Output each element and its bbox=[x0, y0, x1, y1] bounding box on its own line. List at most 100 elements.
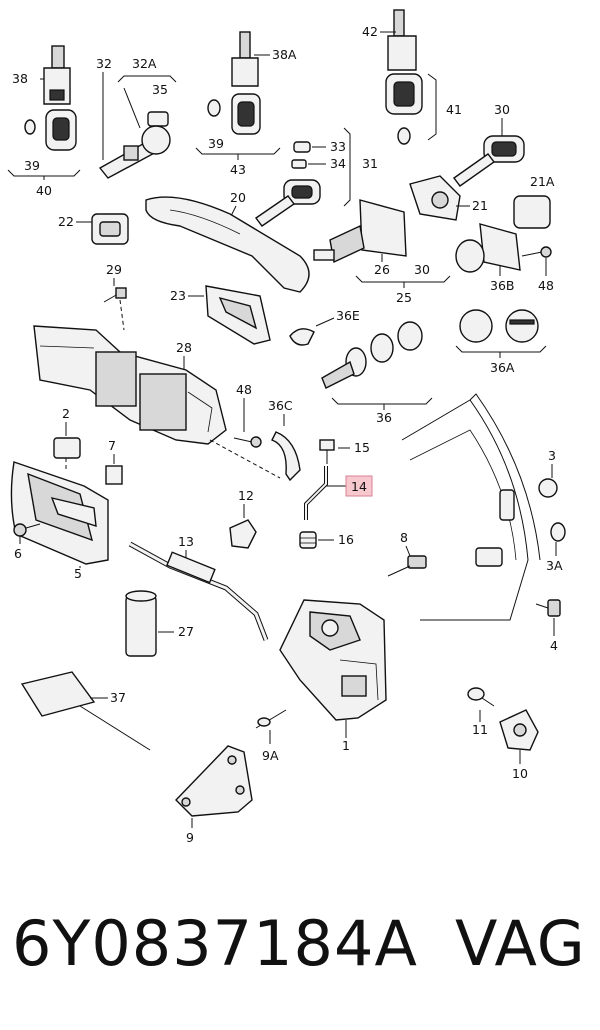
handle-frame-28 bbox=[33, 325, 227, 445]
key-31 bbox=[255, 179, 321, 227]
grommet-16 bbox=[299, 531, 317, 549]
lock-cap-33 bbox=[293, 141, 311, 153]
screw-48-top bbox=[521, 246, 552, 258]
callout-31: 31 bbox=[362, 156, 378, 171]
clip-2 bbox=[53, 437, 81, 459]
key-30 bbox=[453, 135, 525, 187]
callout-2: 2 bbox=[62, 406, 70, 421]
callout-8: 8 bbox=[400, 530, 408, 545]
callout-6: 6 bbox=[14, 546, 22, 561]
guide-12 bbox=[229, 519, 257, 549]
callout-3A: 3A bbox=[546, 558, 563, 573]
spring-clip-7 bbox=[105, 465, 123, 485]
callout-13: 13 bbox=[178, 534, 194, 549]
callout-4: 4 bbox=[550, 638, 558, 653]
callout-28: 28 bbox=[176, 340, 192, 355]
lock-cylinder-32 bbox=[98, 111, 171, 179]
callout-35: 35 bbox=[152, 82, 168, 97]
mounting-bracket-9 bbox=[175, 745, 253, 817]
callout-32: 32 bbox=[96, 56, 112, 71]
lock-cylinder-26 bbox=[313, 199, 407, 264]
brand-name: VAG bbox=[455, 907, 586, 980]
plug-3A bbox=[550, 522, 566, 542]
clip-36E bbox=[289, 328, 315, 346]
screw-15 bbox=[319, 439, 335, 464]
callout-15: 15 bbox=[354, 440, 370, 455]
callout-16: 16 bbox=[338, 532, 354, 547]
callout-36A: 36A bbox=[490, 360, 515, 375]
callout-48-top: 48 bbox=[538, 278, 554, 293]
pin-34 bbox=[291, 159, 307, 169]
callout-37: 37 bbox=[110, 690, 126, 705]
striker-plate-10 bbox=[499, 709, 539, 751]
callout-5: 5 bbox=[74, 566, 82, 581]
callout-38A: 38A bbox=[272, 47, 297, 62]
callout-1: 1 bbox=[342, 738, 350, 753]
callout-39-left: 39 bbox=[24, 158, 40, 173]
callout-22: 22 bbox=[58, 214, 74, 229]
callout-14: 14 bbox=[351, 479, 367, 494]
callout-48-mid: 48 bbox=[236, 382, 252, 397]
o-ring-39-mid bbox=[207, 99, 221, 117]
clip-36C bbox=[271, 431, 301, 482]
bowden-cable-13 bbox=[128, 541, 269, 641]
callout-25: 25 bbox=[396, 290, 412, 305]
callout-38: 38 bbox=[12, 71, 28, 86]
door-lock-1 bbox=[279, 599, 387, 721]
callout-9A: 9A bbox=[262, 748, 279, 763]
screw-11 bbox=[467, 687, 495, 707]
lock-cylinder-36 bbox=[321, 321, 423, 389]
callout-36E: 36E bbox=[336, 308, 360, 323]
callout-3: 3 bbox=[548, 448, 556, 463]
callout-27: 27 bbox=[178, 624, 194, 639]
remote-housing-40 bbox=[45, 109, 77, 151]
screw-29 bbox=[103, 287, 127, 303]
callout-32A: 32A bbox=[132, 56, 157, 71]
callout-23: 23 bbox=[170, 288, 186, 303]
callout-10: 10 bbox=[512, 766, 528, 781]
callout-30-cyl: 30 bbox=[414, 262, 430, 277]
connecting-rod-14 bbox=[304, 466, 328, 520]
bracket-21 bbox=[409, 175, 461, 221]
callout-12: 12 bbox=[238, 488, 254, 503]
lock-housing-36B bbox=[455, 223, 521, 273]
callout-29: 29 bbox=[106, 262, 122, 277]
callout-7: 7 bbox=[108, 438, 116, 453]
remote-housing-43 bbox=[231, 93, 261, 135]
remote-housing-41 bbox=[385, 73, 423, 115]
switch-8 bbox=[387, 555, 427, 577]
grease-can-27 bbox=[125, 590, 157, 657]
callout-41: 41 bbox=[446, 102, 462, 117]
gasket-23 bbox=[205, 285, 271, 345]
callout-39-mid: 39 bbox=[208, 136, 224, 151]
o-ring-39 bbox=[24, 119, 36, 135]
instruction-card-37 bbox=[20, 671, 151, 751]
part-number: 6Y0837184A bbox=[12, 907, 418, 980]
callout-9: 9 bbox=[186, 830, 194, 845]
callout-26: 26 bbox=[374, 262, 390, 277]
key-blank-38 bbox=[43, 45, 71, 105]
o-ring-41 bbox=[397, 127, 411, 145]
screw-48-mid bbox=[233, 436, 262, 448]
cap-21A bbox=[513, 195, 551, 229]
callout-43: 43 bbox=[230, 162, 246, 177]
footer-banner: 6Y0837184A VAG bbox=[0, 895, 600, 1015]
callout-21A: 21A bbox=[530, 174, 555, 189]
lock-set-36A bbox=[459, 309, 539, 343]
callout-42: 42 bbox=[362, 24, 378, 39]
callout-40: 40 bbox=[36, 183, 52, 198]
callout-36B: 36B bbox=[490, 278, 514, 293]
striker-bolt-4 bbox=[535, 599, 561, 617]
key-blank-42 bbox=[387, 9, 417, 71]
callout-36C: 36C bbox=[268, 398, 293, 413]
rivet-9A bbox=[255, 709, 287, 729]
callout-33: 33 bbox=[330, 139, 346, 154]
callout-34: 34 bbox=[330, 156, 346, 171]
callout-36: 36 bbox=[376, 410, 392, 425]
door-handle-20 bbox=[145, 196, 310, 293]
callout-14-highlight bbox=[345, 475, 373, 497]
callout-30-key: 30 bbox=[494, 102, 510, 117]
interior-handle-5 bbox=[10, 461, 109, 565]
exploded-parts-diagram: 38 39 40 32 32A 35 38A 39 43 33 34 31 bbox=[7, 9, 566, 845]
plug-3 bbox=[538, 478, 558, 498]
